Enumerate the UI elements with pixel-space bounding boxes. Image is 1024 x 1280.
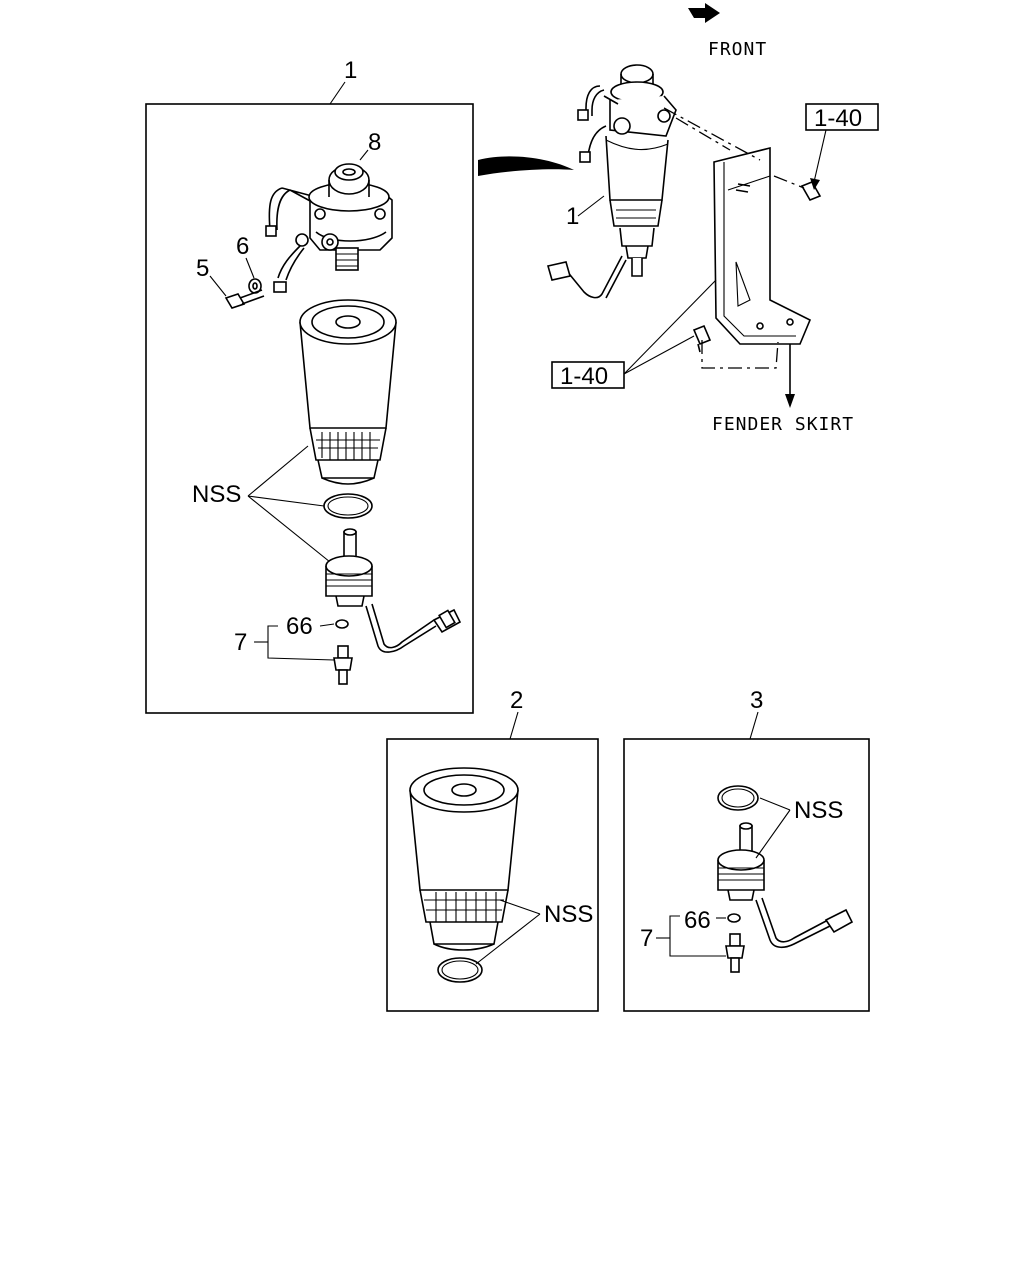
- callout-bracket-7-b: [669, 915, 726, 957]
- washer-6-drawing: [248, 278, 262, 294]
- label-nss-3: NSS: [794, 797, 843, 824]
- callout-8: 8: [368, 129, 381, 156]
- nss-leaders-2: [475, 899, 541, 965]
- callout-66-a: 66: [286, 613, 313, 640]
- ref-label-top[interactable]: 1-40: [814, 105, 862, 132]
- fender-skirt-label: FENDER SKIRT: [712, 414, 854, 435]
- ref-label-bottom[interactable]: 1-40: [560, 363, 608, 390]
- callout-leader-1: [329, 81, 346, 105]
- front-arrow-icon: [688, 3, 720, 23]
- callout-3: 3: [750, 687, 763, 714]
- callout-7-a: 7: [234, 629, 247, 656]
- label-nss-1: NSS: [192, 481, 241, 508]
- ref-box-bottom[interactable]: [551, 361, 625, 389]
- front-label: FRONT: [708, 39, 767, 60]
- nss-leaders-1: [247, 445, 331, 563]
- callout-leader-6: [245, 257, 255, 279]
- callout-leader-8: [359, 149, 369, 161]
- callout-leader-5: [209, 275, 227, 297]
- panel-cartridge-2: [386, 738, 599, 1012]
- panel-sensor-3: [623, 738, 870, 1012]
- panel-assembly-1: [145, 103, 474, 714]
- nss-leaders-3: [755, 797, 791, 859]
- callout-7-b: 7: [640, 925, 653, 952]
- assembly-installed-drawing: [546, 64, 822, 408]
- filter-head-drawing: [265, 163, 393, 293]
- filter-cartridge-drawing: [299, 299, 397, 485]
- pointer-arrow: [478, 156, 574, 176]
- ref-box-top[interactable]: [805, 103, 879, 131]
- cartridge-2-drawing: [409, 767, 519, 983]
- callout-66-b: 66: [684, 907, 711, 934]
- o-ring-drawing: [323, 493, 373, 519]
- washer-66-drawing: [335, 619, 349, 629]
- callout-6: 6: [236, 233, 249, 260]
- callout-5: 5: [196, 255, 209, 282]
- drain-plug-7-drawing: [333, 645, 353, 685]
- callout-2: 2: [510, 687, 523, 714]
- callout-1: 1: [344, 57, 357, 84]
- callout-assembly-1: 1: [566, 203, 579, 230]
- water-sensor-drawing: [325, 528, 462, 653]
- sensor-3-drawing: [717, 785, 854, 973]
- label-nss-2: NSS: [544, 901, 593, 928]
